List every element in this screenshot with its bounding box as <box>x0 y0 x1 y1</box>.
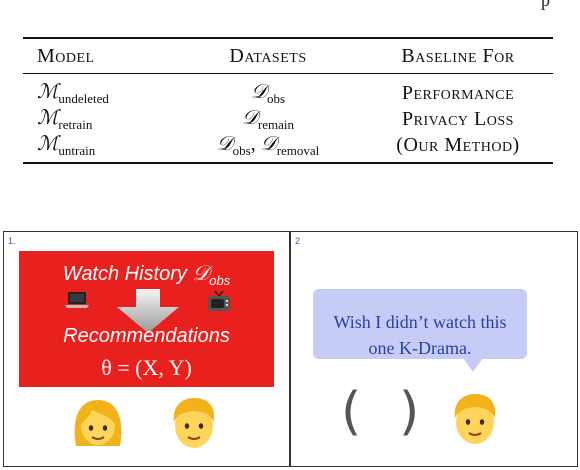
down-arrow-icon <box>117 289 179 333</box>
right-parenthesis: ) <box>399 382 420 442</box>
table-row: ℳretrain 𝒟remain Privacy Loss <box>23 105 553 132</box>
baseline-cell: Privacy Loss <box>402 107 514 130</box>
laptop-icon <box>65 292 89 308</box>
panel-number: 2 <box>295 236 301 246</box>
comparison-table: Model Datasets Baseline For ℳundeleted 𝒟… <box>23 37 553 164</box>
model-cell: ℳundeleted <box>37 79 109 106</box>
mid-rule <box>23 73 553 74</box>
model-cell: ℳretrain <box>37 105 93 132</box>
watch-history-title: Watch History 𝒟obs <box>62 261 231 288</box>
model-cell: ℳuntrain <box>37 131 96 158</box>
left-parenthesis: ( <box>341 382 362 442</box>
caption-fragment: p <box>541 0 550 10</box>
woman-face-icon <box>74 400 122 446</box>
man-face-icon <box>173 398 215 448</box>
panel-number: 1. <box>8 236 16 246</box>
recommendation-box: Watch History 𝒟obs Recommendations <box>19 251 274 387</box>
panel-2: 2 Wish I didn’t watch this one K-Drama. … <box>290 231 578 467</box>
theta-formula: θ = (X, Y) <box>101 355 192 380</box>
baseline-cell: Performance <box>401 81 515 104</box>
speech-bubble: Wish I didn’t watch this one K-Drama. <box>313 289 527 359</box>
datasets-cell: 𝒟remain <box>241 105 295 132</box>
man-face-icon <box>454 394 496 444</box>
speech-bubble-tail <box>463 358 483 372</box>
header-datasets: Datasets <box>229 44 307 67</box>
bottom-rule <box>23 162 553 164</box>
header-baseline: Baseline For <box>401 44 515 67</box>
table-row: ℳuntrain 𝒟obs, 𝒟removal (Our Method) <box>23 131 553 158</box>
table-header-row: Model Datasets Baseline For <box>23 39 553 73</box>
datasets-cell: 𝒟obs <box>250 79 286 106</box>
baseline-cell: (Our Method) <box>396 133 520 156</box>
table-row: ℳundeleted 𝒟obs Performance <box>23 79 553 106</box>
speech-bubble-text: Wish I didn’t watch this one K-Drama. <box>333 312 507 358</box>
header-model: Model <box>37 44 95 67</box>
datasets-cell: 𝒟obs, 𝒟removal <box>216 131 320 158</box>
recommendations-label: Recommendations <box>63 325 230 347</box>
panel-1: 1. Watch History 𝒟obs Recommen <box>3 231 290 467</box>
top-rule <box>23 37 553 39</box>
tv-icon <box>208 291 230 311</box>
